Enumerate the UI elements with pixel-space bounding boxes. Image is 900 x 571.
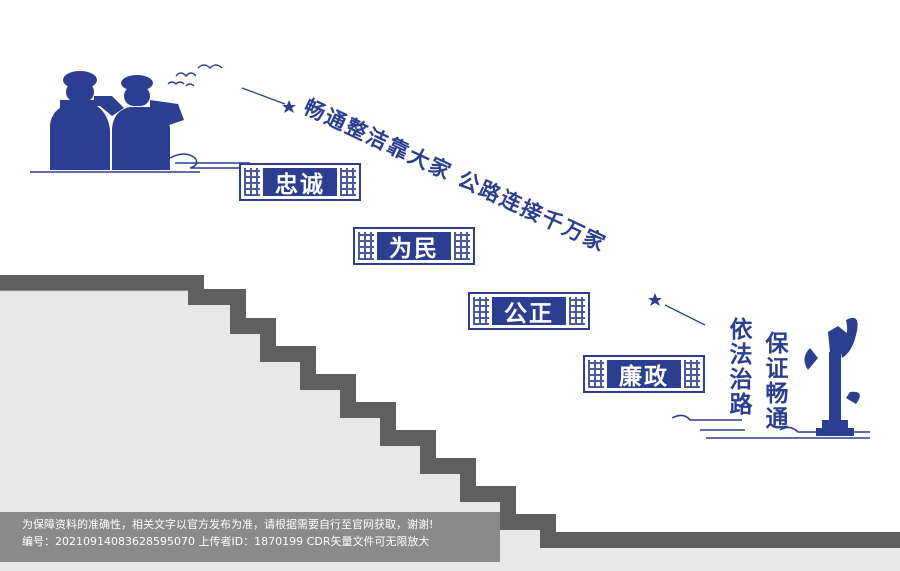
cloud-ornament bbox=[30, 153, 255, 173]
value-plaque-justice: 公正 bbox=[468, 292, 590, 330]
police-silhouette bbox=[50, 71, 184, 170]
slogan-line bbox=[241, 87, 706, 326]
stair-wall bbox=[0, 292, 900, 571]
vertical-motto-left: 依法治路 bbox=[729, 317, 753, 418]
value-plaque-integrity: 廉政 bbox=[583, 355, 705, 393]
plaque-label: 廉政 bbox=[607, 360, 681, 390]
notice-overlay: 为保障资料的准确性，相关文字以官方发布为准，请根据需要自行至官网获取，谢谢! 编… bbox=[0, 512, 500, 562]
plaque-label: 为民 bbox=[377, 232, 451, 262]
value-plaque-loyalty: 忠诚 bbox=[239, 163, 361, 201]
cloud-ornament-right bbox=[671, 414, 870, 439]
star-icon bbox=[282, 100, 662, 306]
plaque-label: 忠诚 bbox=[263, 168, 337, 198]
value-plaque-people: 为民 bbox=[353, 227, 475, 265]
torch-monument-icon bbox=[804, 317, 860, 436]
plaque-label: 公正 bbox=[492, 297, 566, 327]
birds-icon bbox=[167, 64, 223, 87]
notice-line-1: 为保障资料的准确性，相关文字以官方发布为准，请根据需要自行至官网获取，谢谢! bbox=[22, 518, 434, 531]
vertical-motto-right: 保证畅通 bbox=[765, 331, 789, 432]
staircase bbox=[0, 275, 900, 548]
notice-line-2: 编号：20210914083628595070 上传者ID：1870199 CD… bbox=[22, 535, 430, 548]
